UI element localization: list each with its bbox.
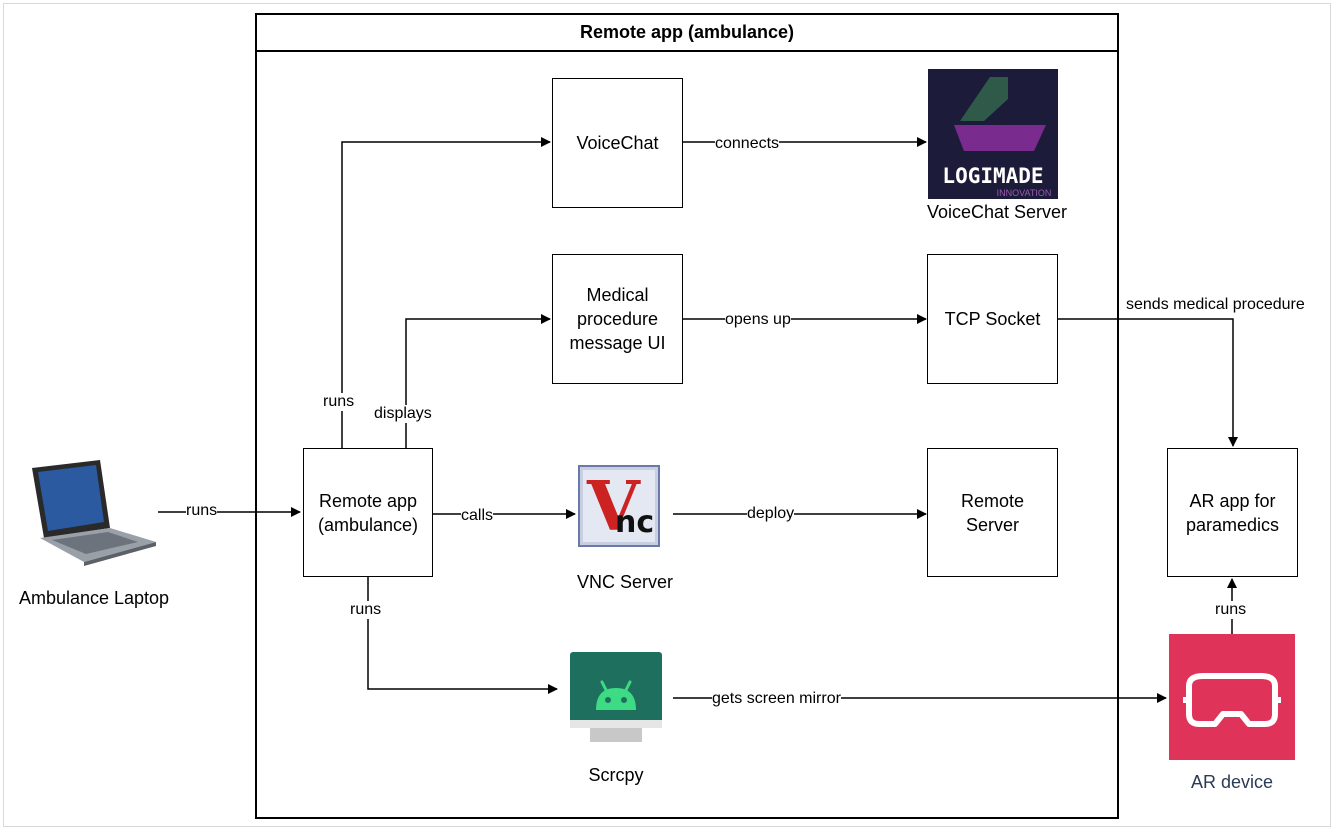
edge-label-sends-medical: sends medical procedure xyxy=(1126,296,1305,314)
scrcpy-caption: Scrcpy xyxy=(588,765,644,785)
diagram-frame xyxy=(3,3,1331,827)
edge-label-laptop-runs: runs xyxy=(186,502,218,520)
vnc-logo-nc: nc xyxy=(615,505,654,540)
remote-app-container: Remote app (ambulance) xyxy=(255,13,1119,819)
voicechat-node: VoiceChat xyxy=(552,78,683,208)
edge-label-deploy: deploy xyxy=(747,505,795,523)
voicechat-server-caption: VoiceChat Server xyxy=(926,202,1068,222)
logimade-logo-text: LOGIMADE xyxy=(942,164,1043,188)
scrcpy-icon xyxy=(570,652,662,742)
logimade-logo: LOGIMADE INNOVATION xyxy=(928,69,1058,199)
edge-label-opens-up: opens up xyxy=(725,311,791,329)
tcp-socket-node: TCP Socket xyxy=(927,254,1058,384)
edge-label-calls: calls xyxy=(461,507,494,525)
remote-app-node: Remote app (ambulance) xyxy=(303,448,433,577)
medical-ui-node: Medical procedure message UI xyxy=(552,254,683,384)
edge-displays xyxy=(405,314,551,448)
edge-label-ar-runs: runs xyxy=(1215,601,1247,619)
remote-server-node: Remote Server xyxy=(927,448,1058,577)
ar-device-icon xyxy=(1169,634,1295,760)
edge-label-displays: displays xyxy=(374,405,432,423)
edge-label-connects: connects xyxy=(715,135,780,153)
ar-app-node: AR app for paramedics xyxy=(1167,448,1298,577)
edge-runs-scrcpy xyxy=(367,577,558,694)
edge-label-runs-scrcpy: runs xyxy=(350,601,382,619)
edge-label-runs-voicechat: runs xyxy=(323,393,355,411)
ambulance-laptop-caption: Ambulance Laptop xyxy=(18,588,170,608)
vnc-logo-v: V xyxy=(586,467,641,547)
edge-runs-voicechat xyxy=(341,137,551,448)
ar-device-caption: AR device xyxy=(1190,772,1274,792)
edge-label-screen-mirror: gets screen mirror xyxy=(712,690,841,708)
vnc-logo: V nc xyxy=(578,465,660,547)
edge-sends-medical xyxy=(1057,318,1238,447)
logimade-logo-subtext: INNOVATION xyxy=(997,188,1052,198)
laptop-icon xyxy=(32,460,156,566)
vnc-server-caption: VNC Server xyxy=(576,572,674,592)
container-title: Remote app (ambulance) xyxy=(257,15,1117,52)
